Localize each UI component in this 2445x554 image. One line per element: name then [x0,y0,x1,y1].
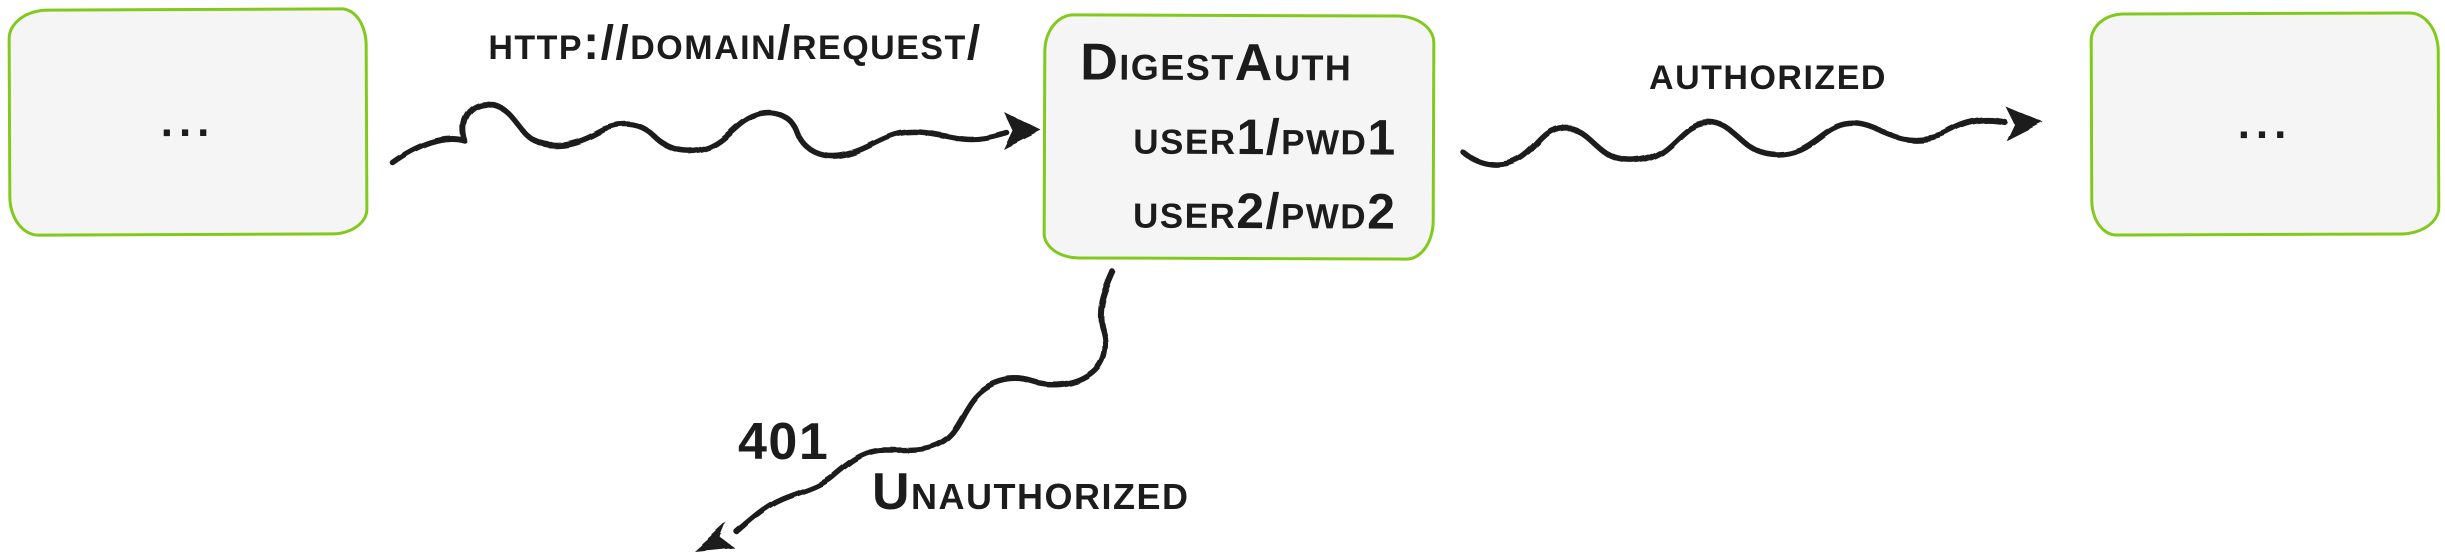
server-node-label: ... [2237,98,2293,149]
unauthorized-edge-label: Unauthorized [872,463,1190,521]
server-node: ... [2089,11,2441,237]
digest-auth-node-body: DigestAuth user1/pwd1 user2/pwd2 [1046,16,1433,257]
auth-user-credential-2: user2/pwd2 [1132,182,1397,240]
request-edge-label: http://domain/request/ [488,17,982,70]
authorized-edge-label: authorized [1649,47,1887,100]
status-code-401: 401 [738,413,830,471]
auth-user-credential-1: user1/pwd1 [1133,108,1397,166]
digest-auth-node: DigestAuth user1/pwd1 user2/pwd2 [1042,13,1436,261]
authorized-arrow [1460,117,2008,169]
request-arrow [390,101,1010,166]
request-arrowhead-icon [1004,112,1042,150]
client-node-label: ... [160,96,216,147]
unauthorized-arrowhead-icon [695,523,735,552]
client-node: ... [7,7,369,237]
digest-auth-title: DigestAuth [1080,33,1353,93]
authorized-arrowhead-icon [2006,107,2044,142]
